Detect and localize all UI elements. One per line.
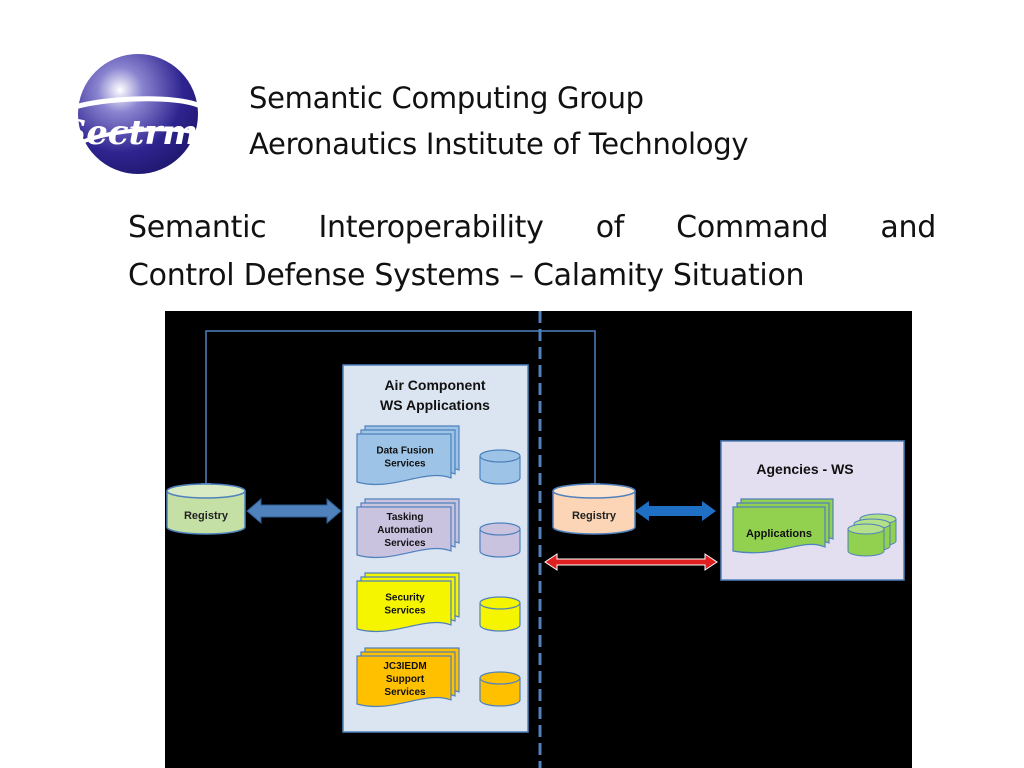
slide-title-line2: Control Defense Systems – Calamity Situa…: [128, 258, 805, 293]
service-label: Services: [384, 459, 426, 470]
title-word: Interoperability: [318, 210, 544, 245]
service-label: JC3IEDM: [383, 661, 426, 672]
registry-right: Registry: [552, 483, 636, 535]
sectrm-logo: Sectrm: [60, 54, 202, 174]
group-name: Semantic Computing Group: [249, 81, 644, 115]
service-db: [479, 529, 521, 558]
service-db-top: [479, 522, 521, 536]
service-db-top: [479, 671, 521, 685]
service-label: Automation: [377, 525, 433, 536]
registry-left: Registry: [166, 483, 246, 535]
air-component-title-2: WS Applications: [380, 397, 490, 413]
applications-label: Applications: [746, 528, 812, 540]
institute-name: Aeronautics Institute of Technology: [249, 127, 749, 161]
architecture-diagram: Registry Registry Air Component WS Appli…: [165, 311, 912, 768]
service-doc-sheet: [356, 580, 452, 633]
service-label: Tasking: [386, 512, 423, 523]
logo-swoosh: [62, 127, 201, 154]
service-db: [479, 456, 521, 485]
service-label: Services: [384, 606, 426, 617]
title-word: of: [595, 210, 625, 245]
slide-title-line1: Semantic Interoperability of Command and: [128, 210, 936, 245]
service-label: Security: [385, 593, 425, 604]
applications-doc: Applications: [732, 498, 834, 554]
service-doc-sheet: [356, 506, 452, 559]
registry-right-label: Registry: [572, 510, 617, 522]
service-db-top: [479, 449, 521, 463]
applications-db-stack: [847, 513, 897, 557]
service-doc-sheet: [356, 655, 452, 708]
registry-left-label: Registry: [184, 510, 229, 522]
service-label: Data Fusion: [376, 446, 433, 457]
service-db: [479, 603, 521, 632]
agencies-title: Agencies - WS: [756, 461, 853, 477]
double-arrow-red: [544, 553, 718, 571]
service-db: [479, 678, 521, 707]
title-word: Semantic: [128, 210, 267, 245]
logo-globe: [78, 54, 198, 174]
service-label: Support: [386, 674, 425, 685]
service-label: Services: [384, 538, 426, 549]
logo-text: Sectrm: [62, 113, 198, 153]
service-doc-sheet: [356, 433, 452, 486]
service-label: Services: [384, 687, 426, 698]
double-arrow-right-blue: [635, 501, 716, 521]
logo-ring: [60, 96, 202, 115]
title-word: Command: [676, 210, 829, 245]
double-arrow-left: [246, 497, 342, 525]
title-word: and: [880, 210, 936, 245]
air-component-title-1: Air Component: [384, 377, 485, 393]
service-db-top: [479, 596, 521, 610]
registry-link-left: [205, 330, 596, 489]
